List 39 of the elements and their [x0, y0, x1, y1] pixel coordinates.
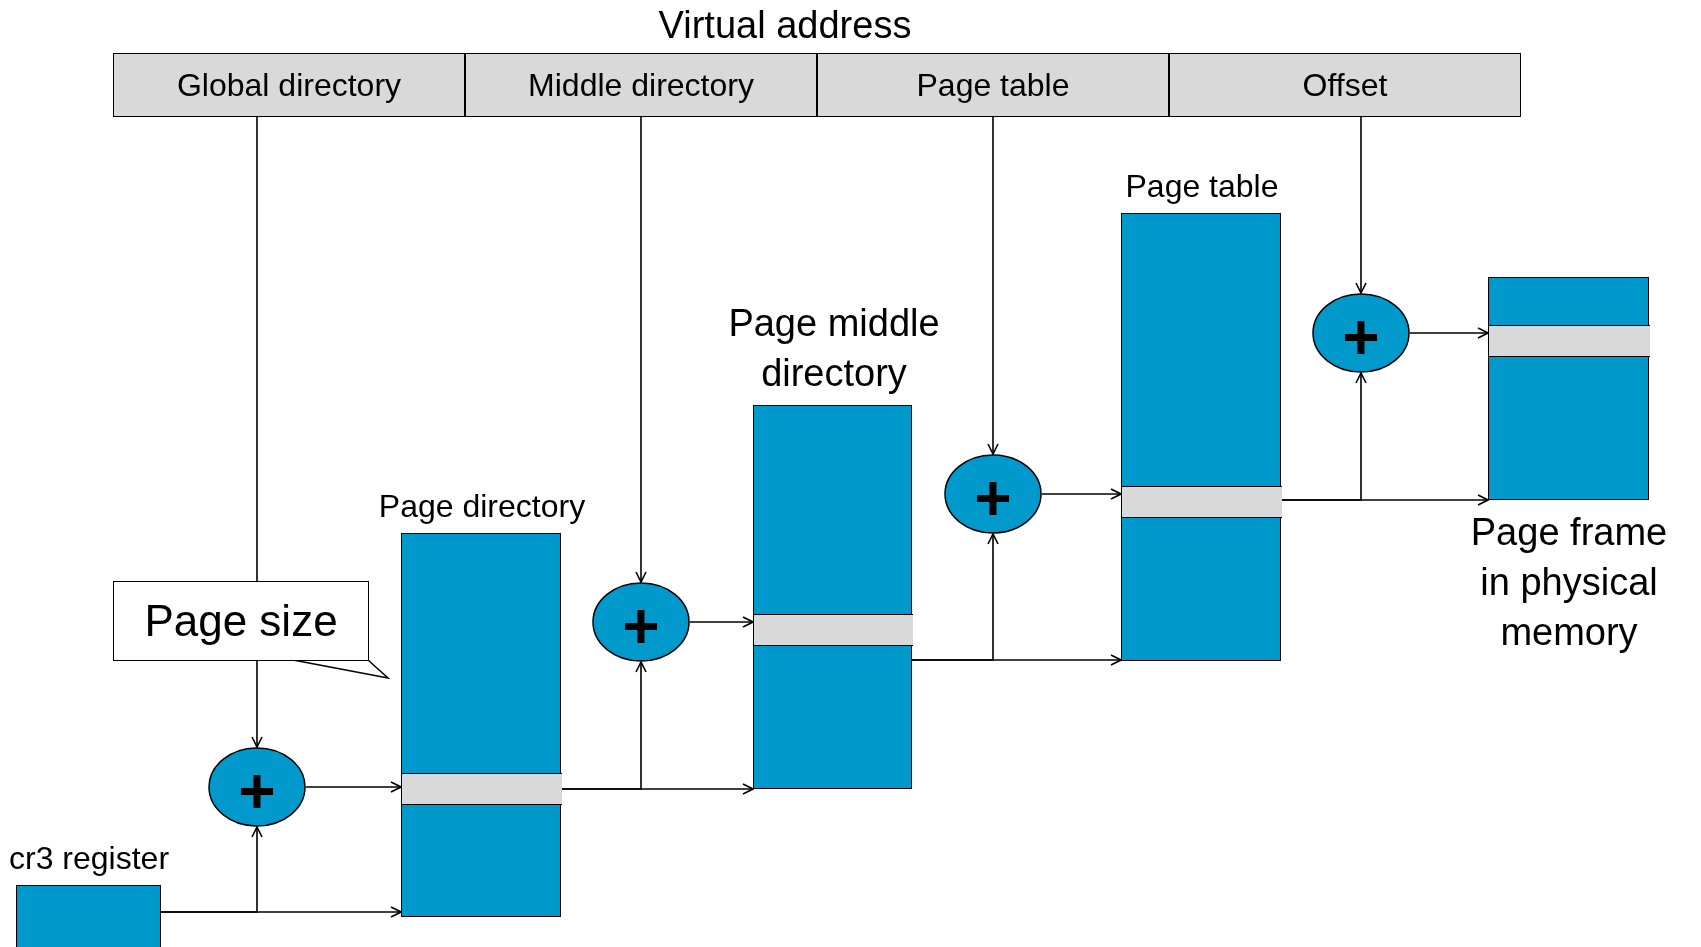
arrow	[1041, 488, 1122, 500]
arrow	[1355, 116, 1367, 294]
arrow	[911, 654, 1122, 666]
table-heading: cr3 register	[9, 839, 171, 878]
table-heading: Page middle directory	[727, 301, 941, 396]
adder-circle	[944, 454, 1042, 534]
arrow	[251, 660, 263, 748]
field-label: Offset	[1302, 66, 1388, 104]
arrow	[1409, 327, 1489, 339]
arrow	[305, 781, 402, 793]
arrow	[635, 116, 647, 583]
arrow	[1280, 494, 1489, 506]
table-heading: Page table	[1124, 167, 1280, 206]
table-heading: Page directory	[377, 487, 587, 526]
arrow	[987, 116, 999, 455]
diagram-title: Virtual address	[657, 4, 913, 47]
address-field	[817, 53, 1169, 117]
plus-sign: +	[622, 594, 660, 658]
arrow	[560, 783, 754, 795]
arrow	[160, 906, 402, 918]
plus-sign: +	[1342, 305, 1380, 369]
table-entry	[1489, 325, 1650, 357]
table-entry	[1122, 486, 1282, 518]
plus-sign: +	[974, 466, 1012, 530]
address-field	[465, 53, 817, 117]
callout-text: Page size	[144, 596, 338, 646]
table-entry	[754, 614, 913, 646]
field-label: Page table	[916, 66, 1070, 104]
adder-circle	[1312, 293, 1410, 373]
field-label: Middle directory	[528, 66, 754, 104]
table-heading: Page frame in physical memory	[1469, 510, 1669, 655]
adder-circle	[592, 582, 690, 662]
address-field	[1169, 53, 1521, 117]
address-field	[113, 53, 465, 117]
plus-sign: +	[238, 759, 276, 823]
table-entry	[402, 773, 562, 805]
adder-circle	[208, 747, 306, 827]
arrow	[689, 616, 754, 628]
field-label: Global directory	[176, 66, 402, 104]
